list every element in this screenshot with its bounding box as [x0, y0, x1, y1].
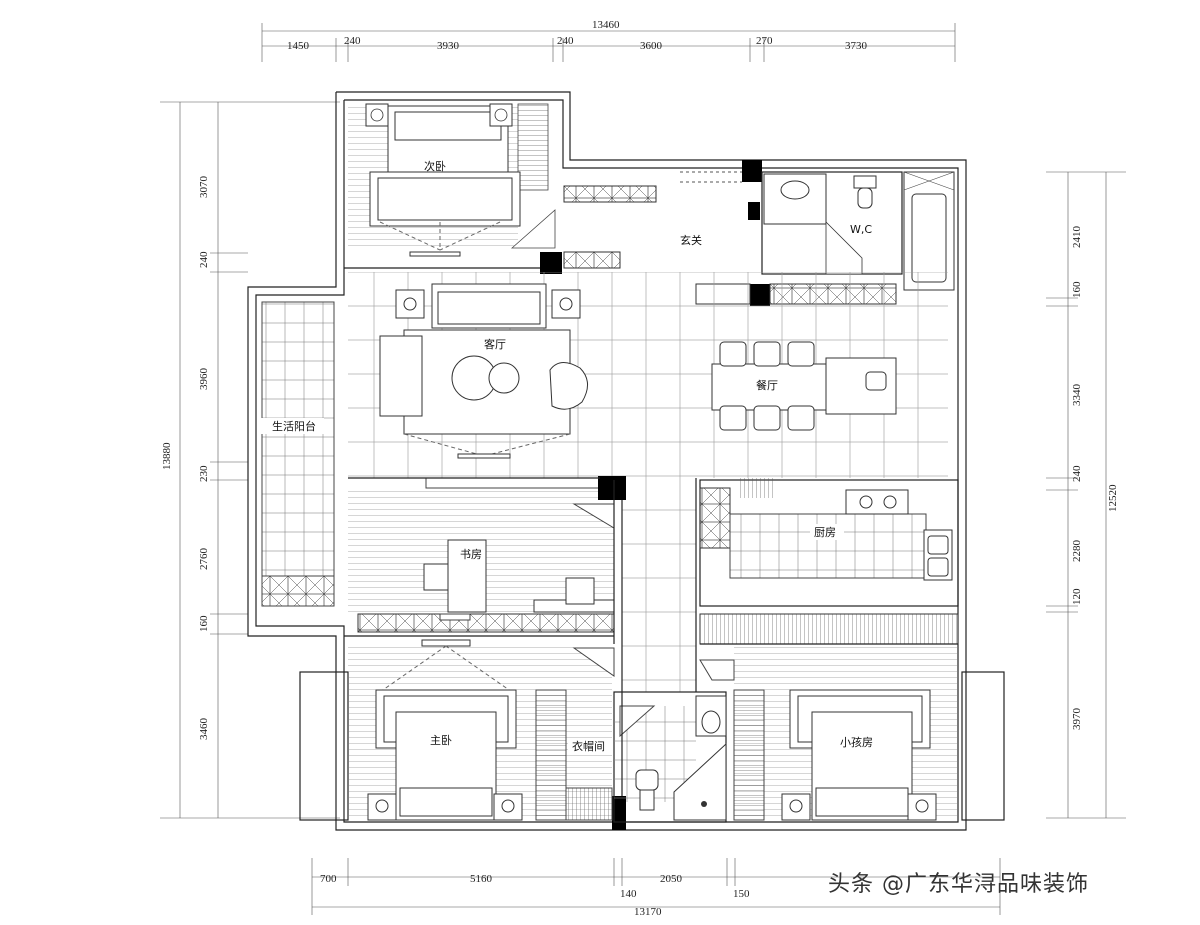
- interior-walls: [344, 267, 958, 796]
- dim-bottom-3: 140: [620, 888, 637, 900]
- dimension-left: 13880 3070 240 3960 230 2760 160 3460: [160, 101, 340, 819]
- label-cloakroom: 衣帽间: [572, 739, 605, 753]
- living-room: 客厅: [348, 272, 948, 478]
- label-second-bedroom: 次卧: [424, 159, 446, 173]
- dim-left-7: 3460: [198, 718, 210, 741]
- dimension-top: 13460 1450 240 3930 240 3600 270 3730: [261, 19, 956, 62]
- label-kitchen: 厨房: [814, 526, 836, 539]
- label-wc: W,C: [850, 223, 872, 236]
- dim-bottom-4: 2050: [660, 873, 683, 885]
- dim-top-4: 240: [557, 35, 574, 47]
- corridor: [612, 478, 696, 830]
- dining-room: 餐厅: [711, 341, 897, 431]
- dim-top-6: 270: [756, 35, 773, 47]
- dim-bottom-1: 700: [320, 873, 337, 885]
- dim-top-3: 3930: [437, 40, 460, 52]
- study: 书房: [348, 476, 626, 633]
- master-bedroom: 主卧: [348, 639, 615, 821]
- dim-left-3: 3960: [198, 368, 210, 391]
- label-kids-room: 小孩房: [840, 736, 873, 749]
- dim-right-3: 3340: [1071, 384, 1083, 407]
- balcony: 生活阳台: [260, 301, 335, 607]
- label-balcony: 生活阳台: [272, 419, 316, 433]
- dim-left-5: 2760: [198, 548, 210, 571]
- dim-left-2: 240: [198, 251, 210, 268]
- dim-right-4: 240: [1071, 465, 1083, 482]
- kids-room: 小孩房: [699, 644, 958, 821]
- label-foyer: 玄关: [680, 233, 702, 247]
- dim-left-total: 13880: [161, 442, 173, 470]
- label-study: 书房: [460, 548, 482, 561]
- label-living-room: 客厅: [484, 337, 506, 351]
- foyer: 玄关: [540, 160, 762, 274]
- dim-top-2: 240: [344, 35, 361, 47]
- second-bedroom: 次卧: [348, 103, 556, 257]
- dim-top-1: 1450: [287, 40, 310, 52]
- dim-bottom-5: 150: [733, 888, 750, 900]
- watermark: 头条 @广东华浔品味装饰: [828, 872, 1089, 897]
- label-dining-room: 餐厅: [756, 378, 778, 392]
- dim-right-1: 2410: [1071, 226, 1083, 249]
- dim-top-5: 3600: [640, 40, 663, 52]
- dim-top-total: 13460: [592, 19, 620, 31]
- dim-right-2: 160: [1071, 281, 1083, 298]
- dimension-bottom: 700 5160 140 2050 150 13170: [311, 858, 1001, 918]
- dim-right-6: 120: [1071, 588, 1083, 605]
- dim-right-7: 3970: [1071, 708, 1083, 731]
- cloakroom: 衣帽间: [568, 691, 727, 823]
- dim-left-4: 230: [198, 465, 210, 482]
- label-master-bedroom: 主卧: [430, 734, 452, 747]
- dim-bottom-total: 13170: [634, 906, 662, 918]
- dim-top-7: 3730: [845, 40, 868, 52]
- kitchen: 厨房: [699, 478, 959, 645]
- dim-bottom-2: 5160: [470, 873, 493, 885]
- dim-right-5: 2280: [1071, 540, 1083, 563]
- dimension-right: 12520 2410 160 3340 240 2280 120 3970: [1046, 171, 1126, 819]
- dim-right-total: 12520: [1107, 484, 1119, 512]
- dim-left-1: 3070: [198, 176, 210, 199]
- dim-left-6: 160: [198, 615, 210, 632]
